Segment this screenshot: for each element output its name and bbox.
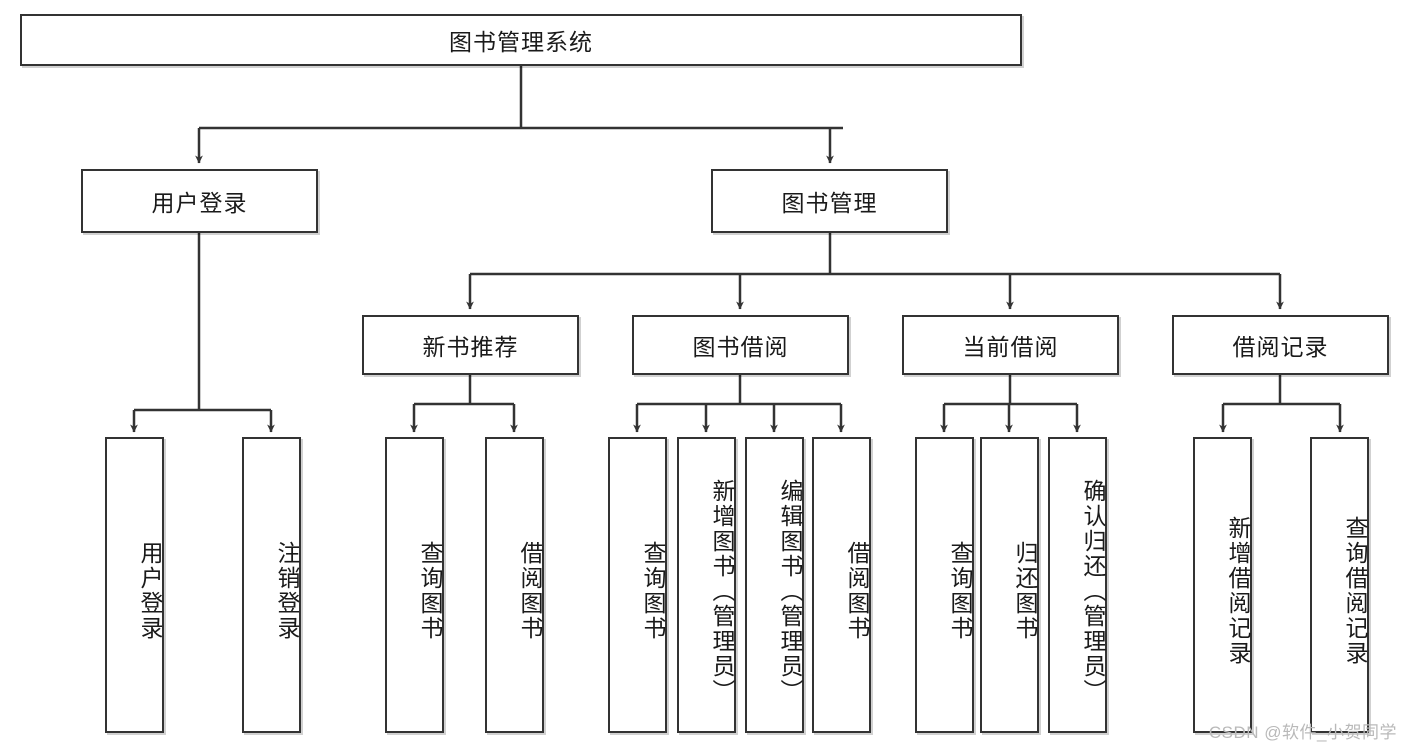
node-label: 新增图书（管理员）	[709, 478, 735, 704]
node-label: 查询图书	[417, 541, 443, 641]
leaf-query-books-current[interactable]: 查询图书	[915, 437, 974, 733]
node-label: 图书借阅	[692, 334, 789, 360]
leaf-query-borrow-record[interactable]: 查询借阅记录	[1310, 437, 1369, 733]
leaf-return-books[interactable]: 归还图书	[980, 437, 1039, 733]
node-label: 借阅图书	[517, 541, 543, 641]
leaf-confirm-return-admin[interactable]: 确认归还（管理员）	[1048, 437, 1107, 733]
node-label: 确认归还（管理员）	[1080, 478, 1106, 704]
node-label: 用户登录	[137, 541, 163, 641]
leaf-query-books-borrow[interactable]: 查询图书	[608, 437, 667, 733]
node-label: 图书管理系统	[449, 29, 593, 55]
node-label: 当前借阅	[962, 334, 1059, 360]
leaf-borrow-books-recommend[interactable]: 借阅图书	[485, 437, 544, 733]
leaf-add-borrow-record[interactable]: 新增借阅记录	[1193, 437, 1252, 733]
node-label: 注销登录	[274, 541, 300, 641]
node-label: 用户登录	[151, 190, 248, 216]
node-borrowing-record[interactable]: 借阅记录	[1172, 315, 1389, 375]
leaf-edit-book-admin[interactable]: 编辑图书（管理员）	[745, 437, 804, 733]
node-label: 查询图书	[947, 541, 973, 641]
node-label: 查询借阅记录	[1342, 516, 1368, 666]
node-label: 借阅记录	[1232, 334, 1329, 360]
node-label: 新书推荐	[422, 334, 519, 360]
node-label: 编辑图书（管理员）	[777, 478, 803, 704]
leaf-borrow-books[interactable]: 借阅图书	[812, 437, 871, 733]
node-label: 新增借阅记录	[1225, 516, 1251, 666]
csdn-watermark: CSDN @软件_小贺同学	[1208, 723, 1397, 742]
node-root-book-management-system[interactable]: 图书管理系统	[20, 14, 1022, 66]
node-label: 归还图书	[1012, 541, 1038, 641]
leaf-logout[interactable]: 注销登录	[242, 437, 301, 733]
node-new-book-recommendation[interactable]: 新书推荐	[362, 315, 579, 375]
node-book-management[interactable]: 图书管理	[711, 169, 948, 233]
leaf-user-login[interactable]: 用户登录	[105, 437, 164, 733]
leaf-query-books-recommend[interactable]: 查询图书	[385, 437, 444, 733]
leaf-add-book-admin[interactable]: 新增图书（管理员）	[677, 437, 736, 733]
node-book-borrowing[interactable]: 图书借阅	[632, 315, 849, 375]
node-label: 借阅图书	[844, 541, 870, 641]
node-label: 图书管理	[781, 190, 878, 216]
node-user-login[interactable]: 用户登录	[81, 169, 318, 233]
node-current-borrowing[interactable]: 当前借阅	[902, 315, 1119, 375]
node-label: 查询图书	[640, 541, 666, 641]
